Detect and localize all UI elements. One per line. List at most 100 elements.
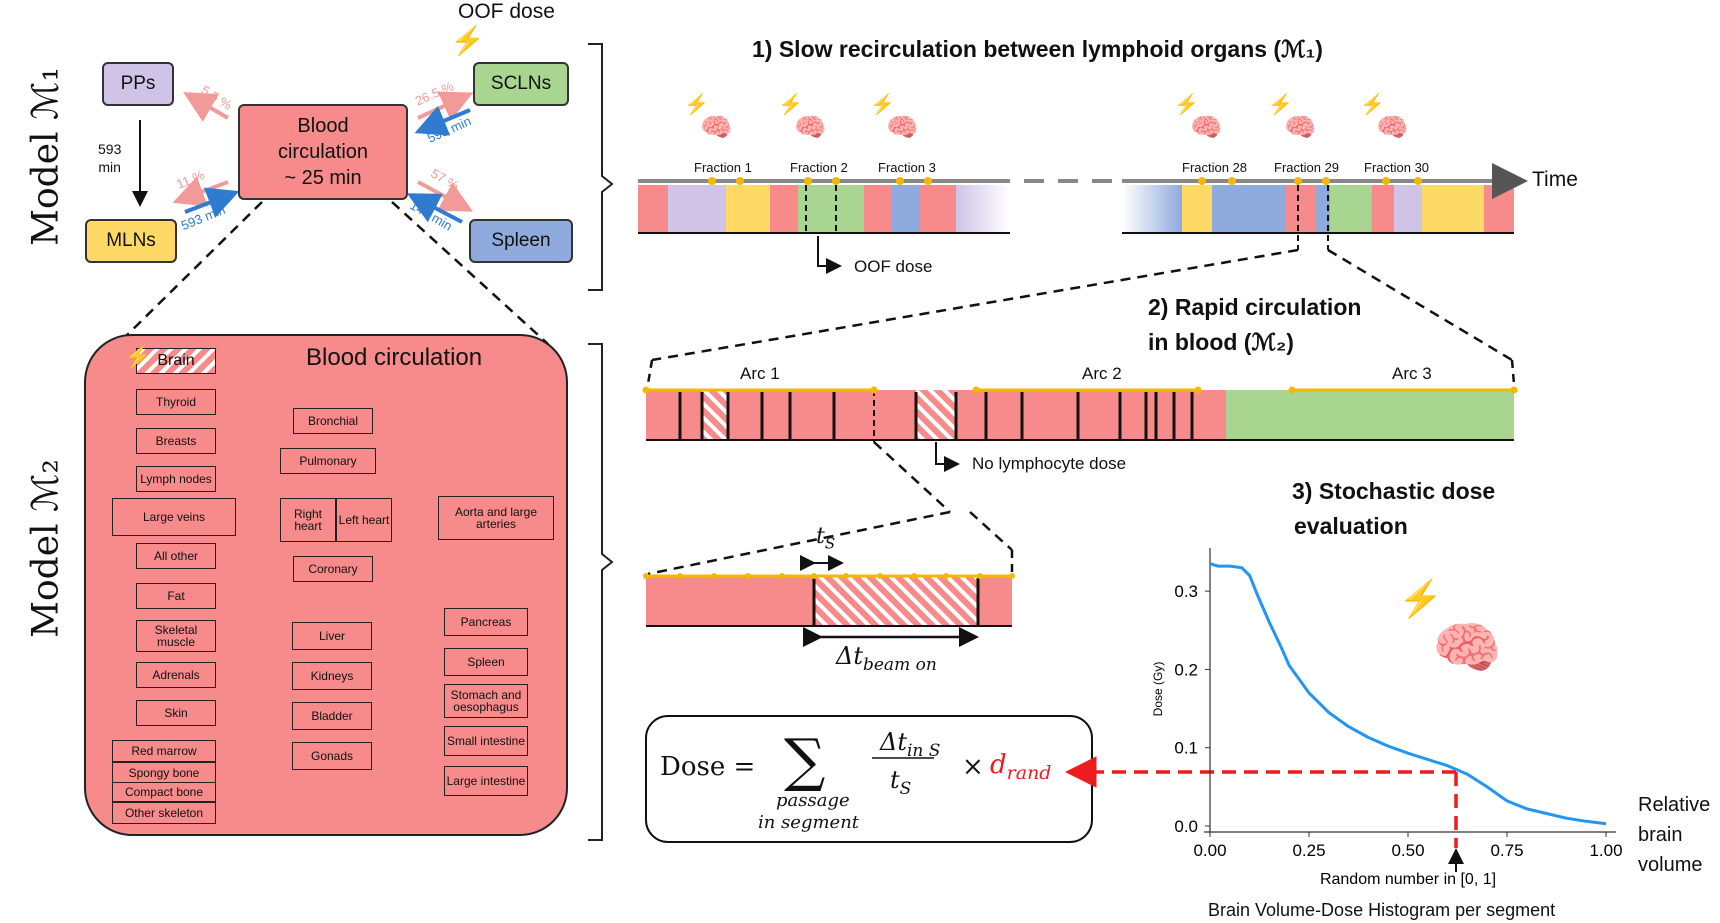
brain-icon: 🧠 [886,112,919,142]
fraction-2-label: Fraction 2 [790,160,848,175]
organ-fat: Fat [136,583,216,609]
organ-lymph-nodes: Lymph nodes [136,466,216,492]
formula-numerator: Δtin S [880,728,940,761]
beam-on-sub: beam on [862,654,937,675]
lightning-icon: ⚡ [1360,94,1385,116]
fraction-29-label: Fraction 29 [1274,160,1340,175]
formula-den-sub: S [899,778,912,799]
no-lymphocyte-dose-label: No lymphocyte dose [972,454,1127,473]
organ-small-intestine: Small intestine [444,726,528,756]
formula-sum: ∑ [784,726,826,794]
organ-bladder: Bladder [292,702,372,730]
lightning-icon: ⚡ [450,25,485,56]
chart-caption: Brain Volume-Dose Histogram per segment [1208,900,1556,920]
formula-den-main: t [890,766,900,794]
formula-num-main: Δt [880,728,907,756]
formula-num-sub: in S [906,740,941,761]
organ-spongy-bone: Spongy bone [112,762,216,784]
brain-icon: 🧠 [1284,112,1317,142]
blood-panel-title: Blood circulation [306,344,483,371]
lightning-icon: ⚡ [870,94,895,116]
organ-liver: Liver [292,622,372,650]
panel-lightning-icon: ⚡ [124,344,152,369]
brain-icon: 🧠 [700,112,733,142]
section3-title-line1: 3) Stochastic dose [1292,478,1496,504]
lightning-icon: ⚡ [1174,94,1199,116]
formula-denominator: tS [890,766,911,799]
mlns-box: MLNs [85,219,177,263]
organ-red-marrow: Red marrow [112,740,216,762]
section3-title: 3) Stochastic dose evaluation [1292,474,1495,544]
organ-pancreas: Pancreas [444,608,528,636]
section3-brain-icon: 🧠 [1432,616,1502,679]
section2-title-line2: in blood (ℳ₂) [1148,329,1294,355]
organ-stomach-and-oesophagus: Stomach and oesophagus [444,684,528,718]
section3-lightning-icon: ⚡ [1398,578,1443,619]
blood-line-2: circulation [277,141,369,163]
pps-mlns-time-unit: min [98,159,121,175]
arc-1-label: Arc 1 [740,364,780,383]
arc-3-label: Arc 3 [1392,364,1432,383]
oof-dose-label: OOF dose [854,257,933,276]
ts-label-sub: S [824,534,836,553]
sclns-box: SCLNs [473,62,569,106]
organ-breasts: Breasts [136,428,216,454]
model-m2-label: Model ℳ₂ [25,459,67,638]
blood-circulation-box: Blood circulation ~ 25 min [238,104,408,200]
organ-all-other: All other [136,543,216,569]
organ-left-heart: Left heart [336,498,392,542]
fraction-30-label: Fraction 30 [1364,160,1430,175]
organ-spleen: Spleen [444,648,528,676]
organ-brain: Brain [136,348,216,374]
organ-compact-bone: Compact bone [112,782,216,802]
time-axis-label: Time [1532,168,1578,191]
side-label-1: Relative [1638,794,1711,816]
fraction-3-label: Fraction 3 [878,160,936,175]
brain-icon: 🧠 [794,112,827,142]
beam-on-label: Δtbeam on [836,642,937,675]
fraction-28-label: Fraction 28 [1182,160,1248,175]
formula-drand: drand [990,750,1051,784]
organ-large-intestine: Large intestine [444,766,528,796]
fraction-1-label: Fraction 1 [694,160,752,175]
organ-other-skeleton: Other skeleton [112,802,216,824]
pps-mlns-time: 593 min [98,140,121,176]
oof-dose-top-label: OOF dose [458,0,555,23]
lightning-icon: ⚡ [778,94,803,116]
organ-skin: Skin [136,700,216,726]
formula-sum-sub-2: in segment [758,812,860,833]
formula-times: × [962,752,984,782]
organ-thyroid: Thyroid [136,389,216,415]
formula-drand-main: d [990,750,1007,780]
relative-brain-volume-label: Relative brain volume [1638,790,1710,880]
brain-icon: 🧠 [1190,112,1223,142]
side-label-2: brain [1638,824,1683,846]
pps-mlns-time-value: 593 [98,141,122,157]
lightning-icon: ⚡ [684,94,709,116]
blood-line-1: Blood [297,115,349,137]
organ-adrenals: Adrenals [136,662,216,688]
formula-sum-sub-1: passage [776,790,850,811]
section1-title: 1) Slow recirculation between lymphoid o… [752,36,1323,62]
ts-label: tS [816,524,835,552]
spleen-box: Spleen [469,219,573,263]
organ-coronary: Coronary [293,556,373,582]
blood-line-3: ~ 25 min [284,167,362,189]
side-label-3: volume [1638,854,1703,876]
arc-2-label: Arc 2 [1082,364,1122,383]
model-m1-label: Model ℳ₁ [25,67,67,246]
ts-label-main: t [816,524,825,549]
formula-drand-sub: rand [1006,762,1052,785]
beam-on-main: Δt [836,642,863,670]
organ-bronchial: Bronchial [293,408,373,434]
formula-lhs: Dose = [660,752,756,782]
organ-large-veins: Large veins [112,498,236,536]
section2-title-line1: 2) Rapid circulation [1148,294,1362,320]
section2-title: 2) Rapid circulation in blood (ℳ₂) [1148,290,1361,360]
organ-kidneys: Kidneys [292,662,372,690]
pps-box: PPs [102,62,174,106]
lightning-icon: ⚡ [1268,94,1293,116]
brain-icon: 🧠 [1376,112,1409,142]
section3-title-line2: evaluation [1294,513,1408,539]
